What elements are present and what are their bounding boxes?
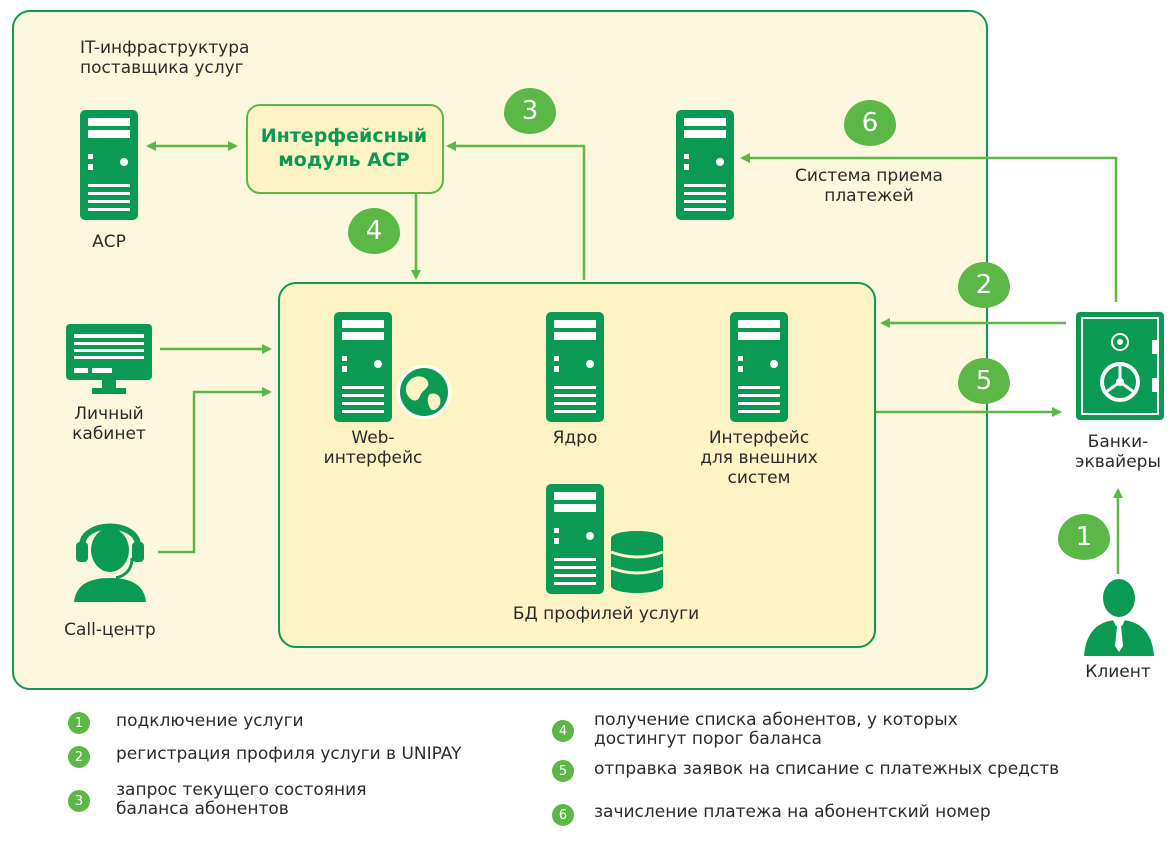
legend-badge-2: 2 [68, 746, 90, 768]
module-box [246, 104, 444, 194]
legend-text-2: регистрация профиля услуги в UNIPAY [116, 744, 462, 764]
module-title: Интерфейсный модуль АСР [260, 125, 428, 171]
db-server-icon [546, 484, 604, 594]
step-badge-5: 5 [958, 358, 1010, 404]
web-server-icon [334, 312, 392, 422]
legend-badge-1: 1 [68, 712, 90, 734]
db-label: БД профилей услуги [512, 604, 700, 624]
legend-text-1: подключение услуги [116, 711, 304, 731]
callcenter-label: Call-центр [64, 620, 156, 640]
external-server-icon [730, 312, 788, 422]
call-center-agent-icon [74, 523, 146, 602]
infrastructure-title: IT-инфраструктура поставщика услуг [80, 38, 250, 78]
cabinet-label: Личный кабинет [72, 404, 146, 444]
legend-badge-6: 6 [552, 804, 574, 826]
monitor-icon [66, 324, 152, 394]
core-label: Ядро [552, 428, 598, 448]
acp-label: АСР [92, 232, 126, 252]
step-badge-4: 4 [348, 208, 400, 254]
legend-text-6: зачисление платежа на абонентский номер [594, 802, 991, 822]
database-icon [610, 531, 664, 593]
arrow-banks-payments [740, 153, 1118, 302]
arrow-panel-module [446, 141, 586, 280]
step-badge-6: 6 [844, 100, 896, 146]
step-badge-1: 1 [1058, 514, 1110, 560]
globe-icon [397, 365, 451, 419]
banks-label: Банки- эквайеры [1075, 432, 1161, 472]
client-label: Клиент [1085, 662, 1151, 682]
step-badge-2: 2 [958, 262, 1010, 308]
safe-icon [1076, 312, 1164, 420]
arrow-callcenter-panel [158, 387, 272, 554]
payments-label: Система приема платежей [795, 166, 943, 206]
step-badge-3: 3 [504, 88, 556, 134]
legend-text-5: отправка заявок на списание с платежных … [594, 759, 1060, 779]
legend-badge-4: 4 [552, 720, 574, 742]
acp-server-icon [80, 110, 138, 220]
legend-badge-3: 3 [68, 790, 90, 812]
legend-badge-5: 5 [552, 760, 574, 782]
payments-server-icon [676, 110, 734, 220]
core-server-icon [546, 312, 604, 422]
external-label: Интерфейс для внешних систем [700, 428, 818, 488]
legend-text-3: запрос текущего состояния баланса абонен… [116, 780, 367, 819]
legend-text-4: получение списка абонентов, у которых до… [594, 710, 958, 749]
client-icon [1084, 579, 1154, 656]
web-label: Web- интерфейс [323, 428, 423, 468]
